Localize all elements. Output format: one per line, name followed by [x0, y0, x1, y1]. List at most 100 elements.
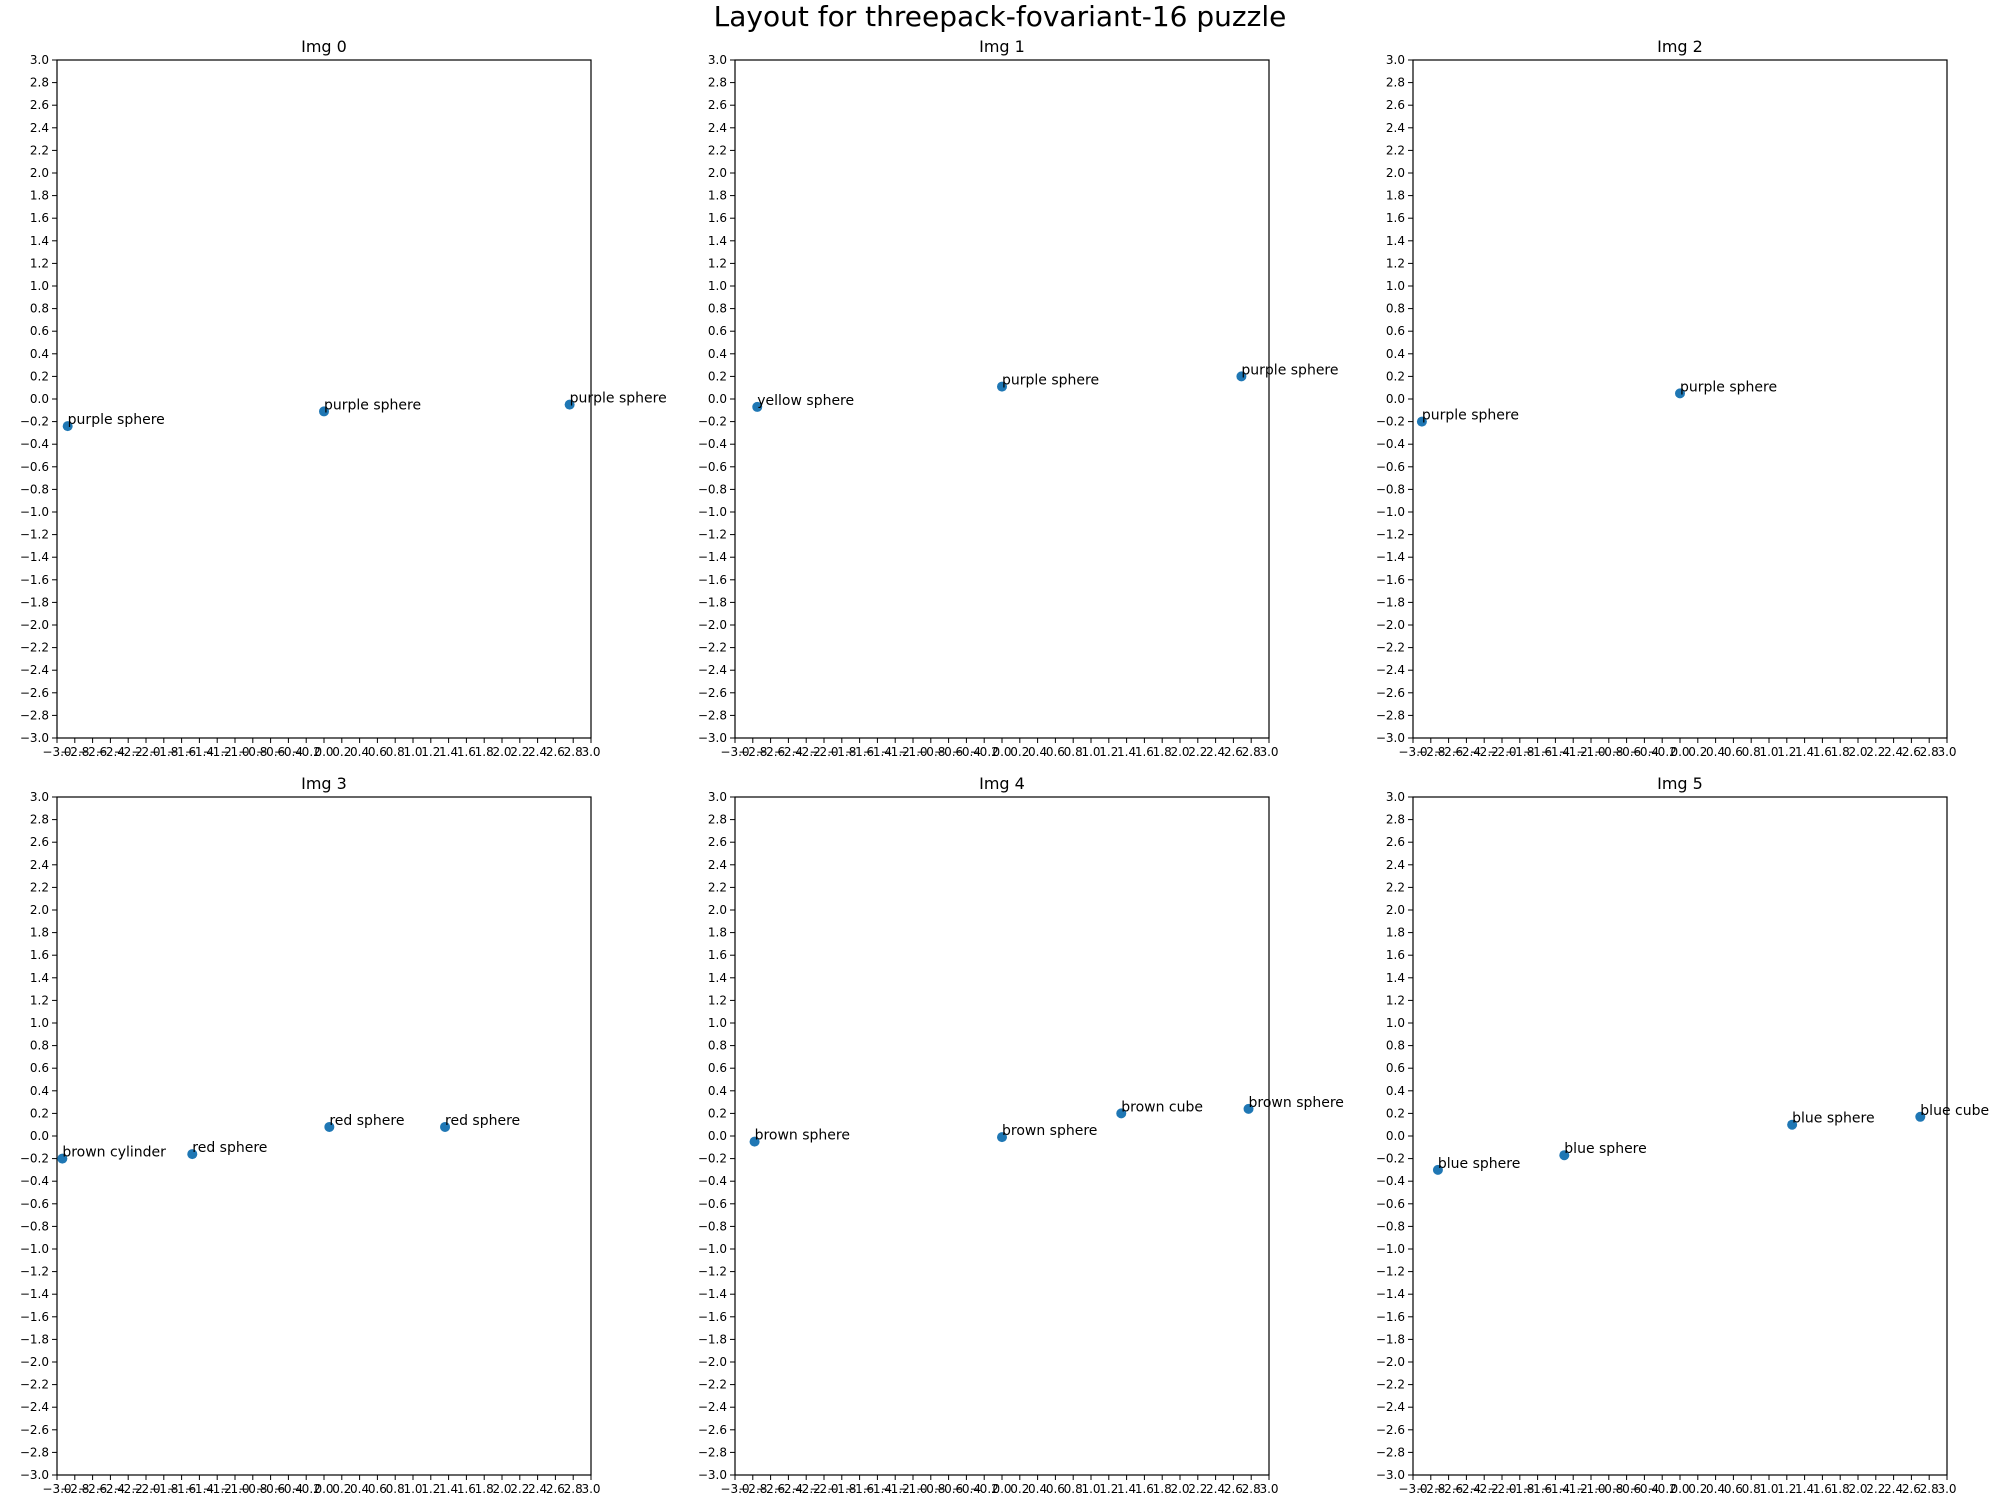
y-tick-label: −0.4 — [698, 437, 727, 451]
x-tick-label: 2.4 — [1884, 1482, 1903, 1496]
x-tick-label: −2.2 — [792, 745, 821, 759]
y-tick-label: 2.0 — [1386, 903, 1405, 917]
y-tick-label: −1.6 — [698, 1310, 727, 1324]
x-tick-label: −2.0 — [131, 745, 160, 759]
y-tick-label: 3.0 — [708, 53, 727, 67]
x-tick-label: 1.8 — [475, 745, 494, 759]
y-tick-label: −1.2 — [20, 1265, 49, 1279]
x-tick-label: −2.4 — [774, 1482, 803, 1496]
x-tick-label: 2.2 — [1188, 1482, 1207, 1496]
x-tick-label: 1.8 — [1153, 1482, 1172, 1496]
y-tick-label: 0.8 — [708, 1039, 727, 1053]
data-point — [1116, 1108, 1127, 1119]
x-tick-label: 0.6 — [1046, 745, 1065, 759]
x-tick-label: 1.6 — [1813, 745, 1832, 759]
x-tick-label: 1.8 — [1153, 745, 1172, 759]
x-tick-label: −2.6 — [1434, 1482, 1463, 1496]
x-tick-label: 0.4 — [350, 745, 369, 759]
y-tick-label: 1.6 — [30, 211, 49, 225]
x-tick-label: −2.6 — [78, 745, 107, 759]
y-tick-label: −1.2 — [698, 1265, 727, 1279]
figure-title: Layout for threepack-fovariant-16 puzzle — [713, 0, 1287, 33]
x-tick-label: −1.6 — [1523, 1482, 1552, 1496]
y-tick-label: −2.6 — [1376, 1423, 1405, 1437]
x-tick-label: 1.8 — [1831, 1482, 1850, 1496]
y-tick-label: 2.6 — [30, 98, 49, 112]
x-tick-label: 2.6 — [1902, 1482, 1921, 1496]
y-tick-label: −2.4 — [1376, 1400, 1405, 1414]
x-tick-label: −0.4 — [1630, 1482, 1659, 1496]
x-tick-label: −0.4 — [274, 745, 303, 759]
subplot-title: Img 1 — [979, 37, 1025, 56]
y-tick-label: −3.0 — [1376, 731, 1405, 745]
y-tick-label: 1.6 — [30, 948, 49, 962]
x-tick-label: −2.0 — [1487, 1482, 1516, 1496]
x-tick-label: 1.4 — [1117, 745, 1136, 759]
x-tick-label: 0.4 — [1028, 1482, 1047, 1496]
x-tick-label: 0.4 — [350, 1482, 369, 1496]
y-tick-label: −2.6 — [698, 1423, 727, 1437]
x-tick-label: −3.0 — [1398, 1482, 1427, 1496]
x-tick-label: −1.2 — [1559, 1482, 1588, 1496]
subplot-title: Img 5 — [1657, 774, 1703, 793]
data-point — [997, 1132, 1007, 1143]
y-tick-label: −0.8 — [20, 1219, 49, 1233]
y-tick-label: −1.8 — [1376, 1332, 1405, 1346]
point-label: brown cylinder — [62, 1145, 166, 1161]
x-tick-label: 0.2 — [1688, 1482, 1707, 1496]
x-tick-label: −0.2 — [1648, 745, 1677, 759]
y-tick-label: 2.8 — [708, 76, 727, 90]
y-tick-label: −2.0 — [20, 618, 49, 632]
x-tick-label: −1.2 — [881, 745, 910, 759]
x-tick-label: 1.4 — [1795, 745, 1814, 759]
point-label: brown sphere — [1002, 1123, 1097, 1139]
x-tick-label: −2.8 — [60, 1482, 89, 1496]
y-tick-label: −1.4 — [1376, 550, 1405, 564]
y-tick-label: −2.2 — [20, 641, 49, 655]
y-tick-label: −1.8 — [698, 595, 727, 609]
y-tick-label: 1.6 — [1386, 211, 1405, 225]
y-tick-label: 2.2 — [1386, 143, 1405, 157]
x-tick-label: 1.6 — [1135, 745, 1154, 759]
y-tick-label: 2.6 — [30, 835, 49, 849]
y-tick-label: 2.2 — [708, 880, 727, 894]
x-tick-label: −2.8 — [1416, 745, 1445, 759]
x-tick-label: −0.8 — [916, 745, 945, 759]
x-tick-label: 1.2 — [1777, 745, 1796, 759]
point-label: purple sphere — [1422, 408, 1519, 424]
y-tick-label: 2.0 — [1386, 166, 1405, 180]
x-tick-label: 2.8 — [1920, 1482, 1939, 1496]
y-tick-label: 1.6 — [708, 948, 727, 962]
y-tick-label: 1.0 — [708, 279, 727, 293]
y-tick-label: 0.6 — [1386, 324, 1405, 338]
x-tick-label: 2.6 — [1224, 1482, 1243, 1496]
y-tick-label: 1.4 — [1386, 971, 1405, 985]
x-tick-label: 0.4 — [1706, 1482, 1725, 1496]
y-tick-label: 1.2 — [30, 256, 49, 270]
subplot-title: Img 3 — [301, 774, 347, 793]
point-label: purple sphere — [1002, 373, 1099, 389]
x-tick-label: −2.8 — [738, 745, 767, 759]
x-tick-label: 2.6 — [546, 745, 565, 759]
y-tick-label: −1.2 — [1376, 1265, 1405, 1279]
y-tick-label: −0.8 — [698, 482, 727, 496]
x-tick-label: −1.0 — [898, 1482, 927, 1496]
y-tick-label: 2.2 — [708, 143, 727, 157]
x-tick-label: −1.4 — [863, 745, 892, 759]
y-tick-label: −1.8 — [20, 1332, 49, 1346]
x-tick-label: 3.0 — [581, 1482, 600, 1496]
point-label: red sphere — [445, 1113, 520, 1129]
x-tick-label: 1.4 — [1795, 1482, 1814, 1496]
y-tick-label: −3.0 — [20, 731, 49, 745]
data-point — [1236, 371, 1247, 382]
y-tick-label: 1.8 — [1386, 926, 1405, 940]
x-tick-label: 0.2 — [1688, 745, 1707, 759]
x-tick-label: −0.2 — [1648, 1482, 1677, 1496]
y-tick-label: 1.2 — [708, 256, 727, 270]
y-tick-label: −1.4 — [1376, 1287, 1405, 1301]
y-tick-label: 1.8 — [708, 926, 727, 940]
x-tick-label: 0.6 — [1046, 1482, 1065, 1496]
y-tick-label: 2.4 — [708, 121, 727, 135]
y-tick-label: −1.0 — [698, 505, 727, 519]
y-tick-label: −1.6 — [1376, 1310, 1405, 1324]
